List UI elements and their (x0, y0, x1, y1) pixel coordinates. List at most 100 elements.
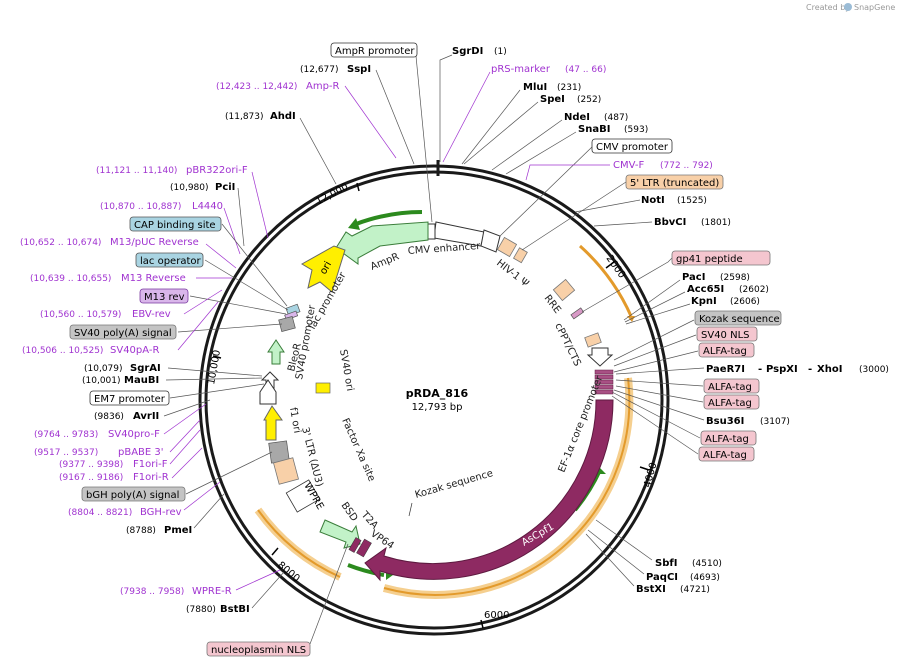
hiv-psi-feature-2 (512, 247, 528, 264)
vp64-feature (356, 538, 372, 558)
label-left_labels-16-pos: (10,001) (82, 376, 121, 386)
gp41-feature (570, 307, 585, 320)
label-left_labels-16-name: MauBI (124, 375, 159, 386)
label-right_labels-21-pos: (3107) (760, 417, 790, 427)
label-left_labels-9-name: lac operator (140, 256, 201, 267)
label-left_labels-19-name: SV40pro-F (108, 429, 160, 440)
label-left_labels-26-pos: (7938 .. 7958) (120, 587, 184, 597)
label-left_labels-19-pos: (9764 .. 9783) (34, 430, 98, 440)
label-left_labels-27-name: BstBI (220, 604, 250, 615)
label-right_labels-18-extra1: PspXI (766, 364, 798, 375)
label-left_labels-5-name: PciI (215, 182, 235, 193)
label-right_labels-9-name: NotI (641, 195, 665, 206)
label-left_labels-24-name: BGH-rev (140, 507, 182, 518)
tick-12000: 12,000 (314, 182, 350, 208)
alfa-tag-stripes (594, 369, 614, 395)
label-right_labels-0-pos: (1) (494, 47, 507, 57)
label-left_labels-15-name: SgrAI (130, 363, 161, 374)
label-left_labels-24-pos: (8804 .. 8821) (68, 508, 132, 518)
cmv-enhancer-label: CMV enhancer (407, 241, 481, 257)
label-left_labels-17-name: EM7 promoter (94, 394, 166, 405)
plasmid-size: 12,793 bp (412, 402, 463, 413)
label-left_labels-6-name: L4440 (192, 201, 223, 212)
label-left_labels-21-name: F1ori-F (133, 459, 168, 470)
backbone-inner (204, 170, 664, 630)
label-separator: - (808, 364, 812, 375)
plasmid-name: pRDA_816 (406, 387, 469, 400)
label-right_labels-2-pos: (231) (557, 83, 581, 93)
label-right_labels-15-name: Kozak sequence (699, 314, 780, 325)
sv40-promoter-feature (259, 379, 277, 405)
label-right_labels-19-name: ALFA-tag (708, 382, 752, 393)
gp41-arc (578, 244, 633, 317)
label-left_labels-2-name: Amp-R (306, 81, 340, 92)
left-labels: AmpR promoter (12,677) SspI (12,423 .. 1… (20, 42, 433, 657)
ltr3-feature (273, 457, 299, 485)
label-right_labels-25-name: PaqCI (646, 572, 678, 583)
label-left_labels-27-pos: (7880) (186, 605, 216, 615)
label-right_labels-8-name: 5' LTR (truncated) (630, 178, 719, 189)
label-right_labels-2-name: MluI (523, 82, 547, 93)
label-left_labels-18-name: AvrII (133, 411, 159, 422)
t2a-label: T2A (358, 509, 380, 532)
label-left_labels-12-name: EBV-rev (132, 309, 171, 320)
label-right_labels-7-pos: (772 .. 792) (660, 161, 713, 171)
label-left_labels-22-name: F1ori-R (133, 472, 169, 483)
label-right_labels-18-name: PaeR7I (706, 364, 745, 375)
label-right_labels-12-pos: (2598) (720, 273, 750, 283)
credit-text: Created by (806, 3, 850, 12)
label-left_labels-15-pos: (10,079) (84, 364, 123, 374)
label-right_labels-24-name: SbfI (655, 558, 677, 569)
snapgene-logo-icon (844, 3, 852, 11)
label-left_labels-14-pos: (10,506 .. 10,525) (22, 346, 103, 356)
tick-8000: 8000 (275, 560, 302, 585)
label-right_labels-23-name: ALFA-tag (703, 450, 747, 461)
label-left_labels-18-pos: (9836) (94, 412, 124, 422)
label-right_labels-18-extra2: XhoI (817, 364, 842, 375)
hiv-psi-feature-1 (496, 236, 518, 258)
right-labels: SgrDI (1) pRS-marker (47 .. 66) MluI (23… (439, 46, 889, 595)
label-left_labels-8-name: M13/pUC Reverse (110, 237, 199, 248)
bleor-feature (267, 339, 285, 365)
label-right_labels-3-pos: (252) (577, 95, 601, 105)
label-right_labels-14-pos: (2606) (730, 297, 760, 307)
ampr-feature (335, 221, 429, 265)
vp64-label: VP64 (368, 528, 395, 551)
label-right_labels-24-pos: (4510) (692, 559, 722, 569)
label-left_labels-1-name: SspI (347, 64, 371, 75)
f1ori-label: f1 ori (287, 407, 302, 435)
label-right_labels-22-name: ALFA-tag (705, 434, 749, 445)
label-right_labels-5-name: SnaBI (578, 124, 610, 135)
f1-ori-feature (263, 405, 283, 441)
sv40-polya-feature (278, 315, 296, 333)
tick-6000: 6000 (484, 610, 509, 621)
label-right_labels-13-name: Acc65I (687, 284, 724, 295)
ef1a-promoter-feature (586, 347, 614, 367)
label-right_labels-10-name: BbvCI (654, 217, 686, 228)
label-left_labels-20-name: pBABE 3' (118, 447, 164, 458)
label-right_labels-10-pos: (1801) (701, 218, 731, 228)
label-left_labels-10-pos: (10,639 .. 10,655) (30, 274, 111, 284)
label-left_labels-0-name: AmpR promoter (335, 46, 415, 57)
sv40ori-label: SV40 ori (337, 349, 355, 392)
label-right_labels-26-pos: (4721) (680, 585, 710, 595)
label-left_labels-6-pos: (10,870 .. 10,887) (100, 202, 181, 212)
label-left_labels-4-name: pBR322ori-F (186, 165, 248, 176)
label-left_labels-26-name: WPRE-R (192, 586, 232, 597)
label-right_labels-9-pos: (1525) (677, 196, 707, 206)
label-left_labels-20-pos: (9517 .. 9537) (34, 448, 98, 458)
label-right_labels-3-name: SpeI (540, 94, 565, 105)
label-left_labels-25-name: PmeI (164, 525, 192, 536)
label-right_labels-18-pos: (3000) (859, 365, 889, 375)
label-right_labels-26-name: BstXI (636, 584, 666, 595)
label-left_labels-1-pos: (12,677) (300, 65, 339, 75)
label-left_labels-28-name: nucleoplasmin NLS (211, 645, 306, 656)
kozak-label: Kozak sequence (414, 468, 495, 501)
label-right_labels-7-name: CMV-F (613, 160, 644, 171)
label-right_labels-6-name: CMV promoter (596, 142, 669, 153)
label-left_labels-12-pos: (10,560 .. 10,579) (40, 310, 121, 320)
tick-10000: 10,000 (206, 349, 223, 385)
label-right_labels-0-name: SgrDI (452, 46, 483, 57)
label-left_labels-14-name: SV40pA-R (110, 345, 159, 356)
